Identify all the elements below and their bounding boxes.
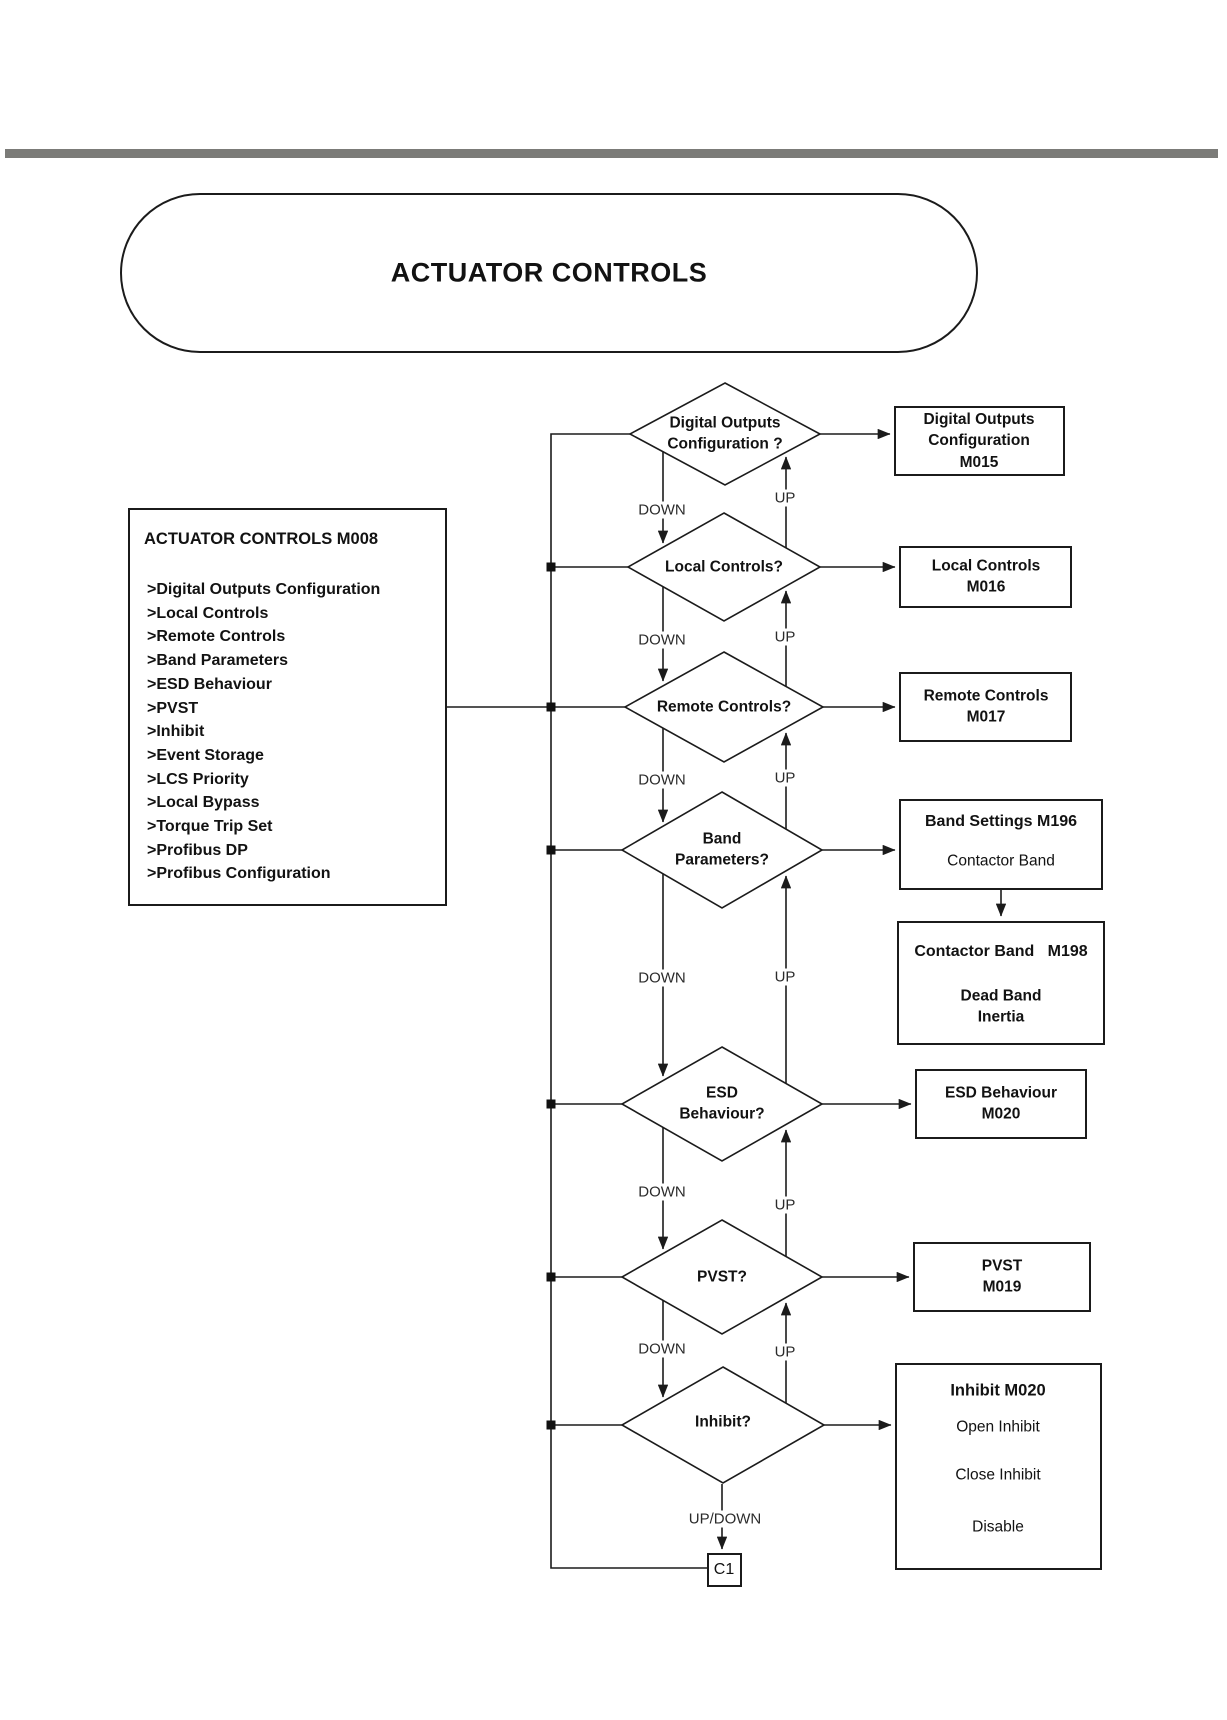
menu-item-list: >Digital Outputs Configuration >Local Co… (147, 578, 380, 886)
decision-label-pvst: PVST? (697, 1268, 747, 1286)
decision-shape-esd (620, 1046, 824, 1162)
menu-item: >Local Controls (147, 604, 269, 622)
detail-box-m196 (899, 799, 1103, 890)
decision-shape-digital-outputs (628, 382, 822, 486)
edge-label-down: DOWN (635, 1183, 689, 1201)
detail-box-inhibit-m020 (895, 1363, 1102, 1570)
inhibit-option-open: Open Inhibit (956, 1418, 1040, 1436)
edge-label-up: UP (771, 968, 799, 986)
detail-box-m198-items: Dead Band Inertia (960, 987, 1042, 1026)
inhibit-option-close: Close Inhibit (955, 1466, 1041, 1484)
detail-box-m198-title: Contactor Band M198 (914, 943, 1088, 960)
edge-label-down: DOWN (635, 771, 689, 789)
detail-box-esd-m020-text: ESD Behaviour M020 (945, 1084, 1057, 1123)
decision-label-inhibit: Inhibit? (695, 1413, 751, 1431)
menu-item: >Profibus Configuration (147, 865, 331, 883)
junction-dots (546, 562, 556, 1430)
edge-label-up-down: UP/DOWN (685, 1510, 765, 1528)
menu-box-title: ACTUATOR CONTROLS M008 (144, 530, 379, 548)
menu-item: >Torque Trip Set (147, 818, 273, 836)
detail-box-esd-m020 (915, 1069, 1087, 1139)
edge-label-down: DOWN (635, 501, 689, 519)
decision-shape-local-controls (626, 512, 822, 622)
page-divider-bar (5, 149, 1218, 158)
detail-box-m019-text: PVST M019 (981, 1257, 1023, 1296)
menu-item: >Inhibit (147, 723, 205, 741)
menu-item: >Event Storage (147, 746, 264, 764)
detail-box-m198 (897, 921, 1105, 1045)
edge-label-down: DOWN (635, 1340, 689, 1358)
detail-box-m017 (899, 672, 1072, 742)
detail-box-m016-text: Local Controls M016 (931, 557, 1041, 596)
decision-shape-pvst (620, 1219, 824, 1335)
decision-shape-remote-controls (623, 651, 825, 763)
inhibit-option-disable: Disable (972, 1518, 1024, 1536)
menu-item: >ESD Behaviour (147, 675, 272, 693)
menu-item: >Band Parameters (147, 652, 288, 670)
menu-item: >PVST (147, 699, 199, 717)
edge-label-up: UP (771, 769, 799, 787)
decision-label-band-parameters: Band Parameters? (675, 830, 769, 869)
edge-label-down: DOWN (635, 631, 689, 649)
detail-box-m017-text: Remote Controls M017 (923, 687, 1049, 726)
edge-label-up: UP (771, 628, 799, 646)
detail-box-m019 (913, 1242, 1091, 1312)
decision-shapes (620, 382, 826, 1484)
decision-label-remote-controls: Remote Controls? (656, 698, 792, 716)
detail-box-m196-item: Contactor Band (947, 852, 1055, 870)
title-banner: ACTUATOR CONTROLS (120, 193, 978, 353)
decision-label-digital-outputs: Digital Outputs Configuration ? (667, 414, 783, 453)
right-arrows (820, 428, 912, 1431)
edge-label-up: UP (771, 489, 799, 507)
menu-item: >Profibus DP (147, 841, 248, 859)
menu-box-m008: ACTUATOR CONTROLS M008 >Digital Outputs … (128, 508, 447, 906)
detail-box-m015 (894, 406, 1065, 476)
edge-label-up: UP (771, 1196, 799, 1214)
detail-box-m016 (899, 546, 1072, 608)
decision-label-local-controls: Local Controls? (665, 558, 783, 576)
menu-item: >Digital Outputs Configuration (147, 581, 381, 598)
trunk-line (550, 433, 707, 1569)
decision-shape-inhibit (620, 1366, 826, 1484)
edge-label-down: DOWN (635, 969, 689, 987)
decision-shape-band-parameters (620, 791, 824, 909)
page-title: ACTUATOR CONTROLS (390, 257, 708, 288)
decision-label-esd: ESD Behaviour? (679, 1084, 765, 1123)
detail-box-inhibit-title: Inhibit M020 (950, 1381, 1046, 1400)
menu-item: >Remote Controls (147, 628, 286, 646)
menu-item: >LCS Priority (147, 770, 249, 788)
connector-c1-label: C1 (713, 1560, 735, 1578)
connector-c1-box (707, 1553, 742, 1587)
edge-label-up: UP (771, 1343, 799, 1361)
detail-box-m015-text: Digital Outputs Configuration M015 (923, 410, 1035, 471)
detail-box-m196-title: Band Settings M196 (924, 813, 1078, 830)
menu-item: >Local Bypass (147, 794, 260, 812)
trunk-lines (447, 433, 707, 1569)
